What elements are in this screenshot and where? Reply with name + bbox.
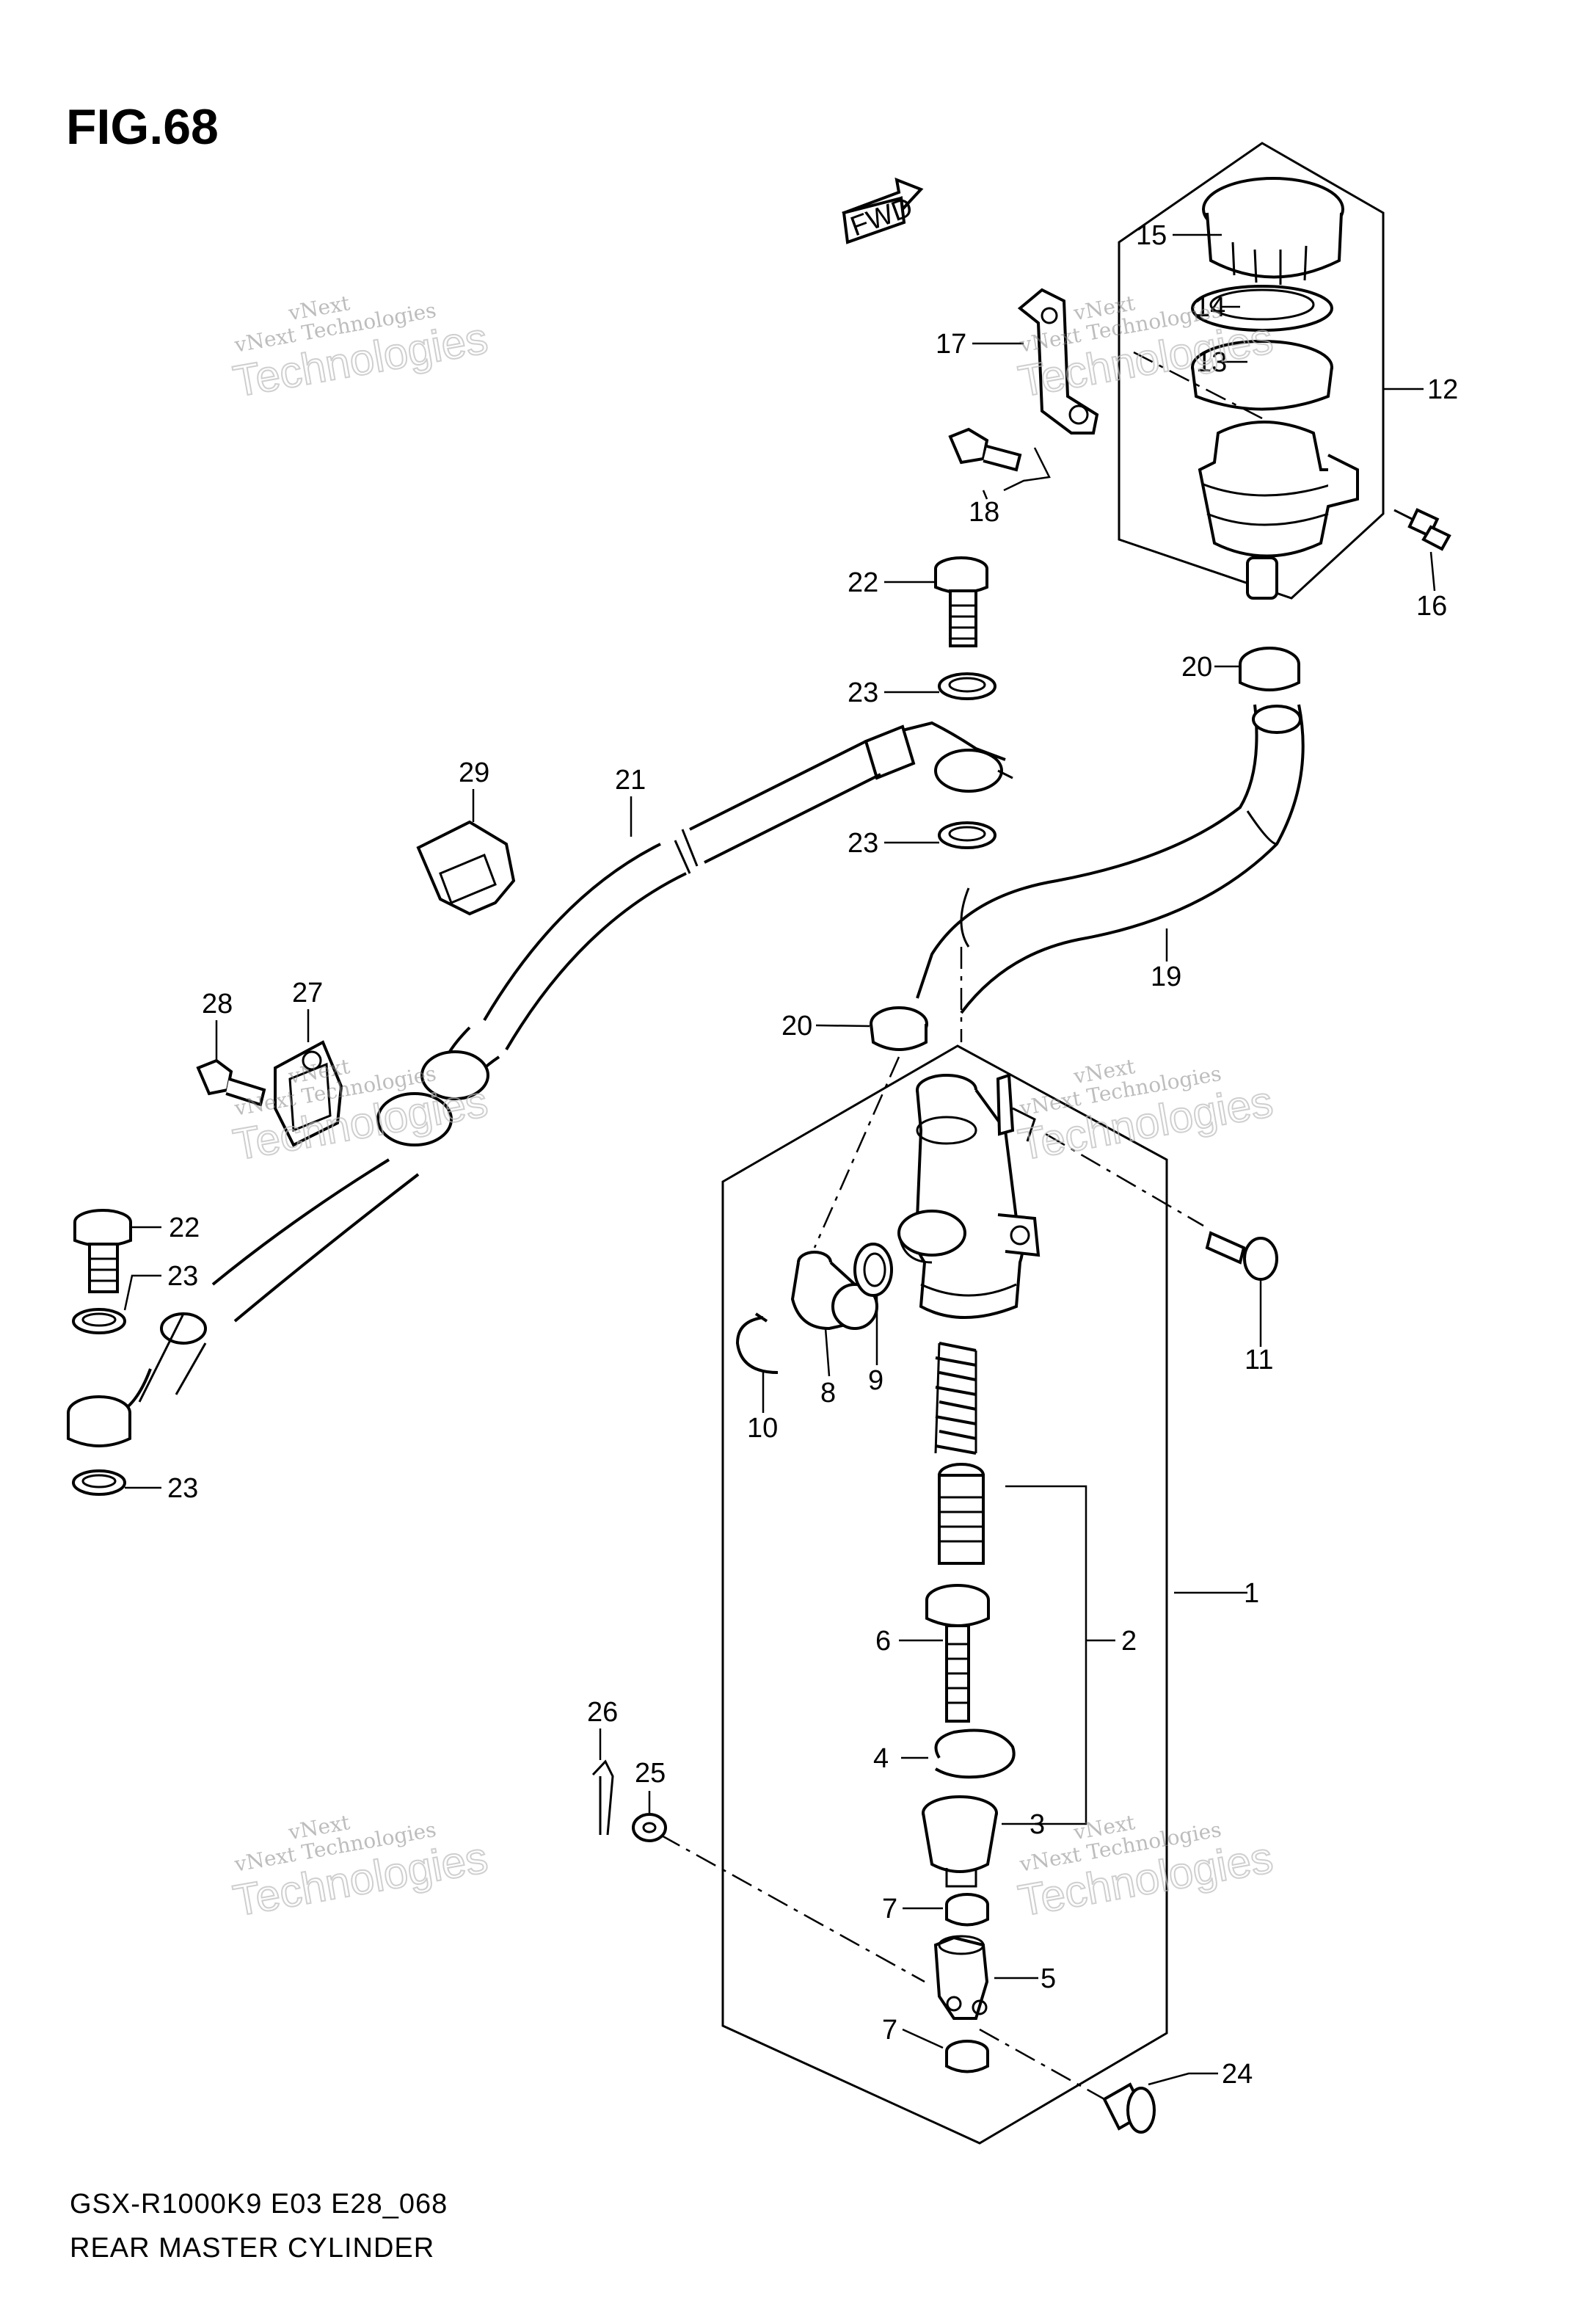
callout-23d: 23: [167, 1473, 198, 1504]
callout-19: 19: [1151, 961, 1181, 992]
callout-4: 4: [873, 1743, 889, 1774]
lock-nut-lower: [945, 2040, 989, 2073]
piston: [938, 1463, 985, 1565]
diaphragm: [1191, 340, 1333, 411]
sealing-washer-3: [72, 1308, 126, 1334]
callout-8: 8: [820, 1378, 836, 1408]
callout-14: 14: [1195, 292, 1225, 323]
hose-clip-upper: [1239, 647, 1300, 691]
callout-6: 6: [875, 1626, 891, 1657]
callout-26: 26: [587, 1697, 618, 1728]
callout-28: 28: [202, 989, 233, 1019]
lock-nut-upper: [945, 1893, 989, 1927]
callout-21: 21: [615, 765, 646, 796]
washer: [632, 1813, 667, 1842]
watermark-3: vNext vNext Technologies Technologies: [229, 1054, 492, 1170]
watermark-4: vNext vNext Technologies Technologies: [1014, 1054, 1278, 1170]
callout-25: 25: [635, 1758, 666, 1789]
callout-11: 11: [1245, 1345, 1273, 1375]
o-ring: [853, 1243, 893, 1297]
return-spring: [934, 1342, 977, 1455]
callout-labels: 1 2 3 4 5 6 7 7 8 9 10 11 12 13 14 15 16…: [167, 220, 1458, 2090]
bracket-bolt: [948, 427, 1022, 472]
watermark-1: vNext vNext Technologies Technologies: [229, 291, 492, 407]
callout-18: 18: [969, 497, 999, 528]
diaphragm-plate: [1191, 285, 1333, 332]
callout-7b: 7: [882, 2015, 897, 2046]
sealing-washer-1: [938, 672, 996, 700]
figure-title: FIG.68: [66, 99, 219, 155]
callout-15: 15: [1136, 220, 1167, 251]
circlip-rod: [934, 1728, 1016, 1779]
hose-clip-lower: [870, 1006, 928, 1051]
callout-1: 1: [1244, 1578, 1259, 1609]
cylinder-screw: [1205, 1231, 1278, 1281]
reservoir-screw: [1393, 508, 1451, 551]
brake-hose: [123, 721, 1013, 1411]
callout-16: 16: [1416, 591, 1447, 622]
section-name: REAR MASTER CYLINDER: [70, 2233, 434, 2264]
clevis-pin: [1102, 2082, 1156, 2134]
cotter-pin: [591, 1759, 614, 1836]
banjo-bolt-lower: [73, 1209, 132, 1293]
callout-20b: 20: [781, 1011, 812, 1042]
fwd-arrow-icon: FWD: [842, 177, 924, 244]
callout-17: 17: [936, 329, 966, 360]
reservoir-hose: [916, 704, 1305, 1014]
callout-23b: 23: [848, 828, 878, 859]
clevis: [933, 1935, 989, 2020]
callout-27: 27: [292, 978, 323, 1008]
model-code: GSX-R1000K9 E03 E28_068: [70, 2189, 448, 2220]
lower-banjo-fitting: [67, 1395, 131, 1447]
reservoir-box: [1118, 142, 1385, 600]
reservoir-bracket: [1017, 288, 1099, 435]
callout-29: 29: [459, 757, 489, 788]
callout-24: 24: [1222, 2059, 1253, 2090]
callout-9: 9: [868, 1365, 883, 1396]
callout-12: 12: [1427, 374, 1458, 405]
sealing-washer-4: [72, 1469, 126, 1496]
watermark-5: vNext vNext Technologies Technologies: [229, 1810, 492, 1926]
circlip-joint: [735, 1312, 779, 1374]
hose-guide: [274, 1040, 343, 1147]
callout-23a: 23: [848, 677, 878, 708]
master-cylinder-body: [897, 1073, 1041, 1319]
reservoir-body: [1198, 421, 1359, 600]
callout-13: 13: [1196, 347, 1227, 378]
dust-boot: [922, 1795, 998, 1888]
banjo-bolt-upper: [934, 556, 988, 647]
leader-lines: [123, 233, 1436, 2086]
watermark-6: vNext vNext Technologies Technologies: [1014, 1810, 1278, 1926]
callout-7a: 7: [882, 1894, 897, 1924]
hose-clamp: [416, 820, 516, 916]
hose-joint: [790, 1251, 878, 1331]
callout-5: 5: [1041, 1963, 1056, 1994]
push-rod: [925, 1584, 990, 1723]
callout-22a: 22: [848, 567, 878, 598]
master-cylinder-box: [721, 1044, 1168, 2145]
guide-bolt: [196, 1058, 266, 1107]
sealing-washer-2: [938, 821, 996, 849]
callout-22b: 22: [169, 1213, 200, 1243]
callout-3: 3: [1030, 1809, 1045, 1840]
callout-2: 2: [1121, 1626, 1137, 1657]
callout-23c: 23: [167, 1261, 198, 1292]
reservoir-cap: [1202, 177, 1344, 285]
callout-20a: 20: [1181, 652, 1212, 683]
callout-10: 10: [747, 1413, 778, 1444]
